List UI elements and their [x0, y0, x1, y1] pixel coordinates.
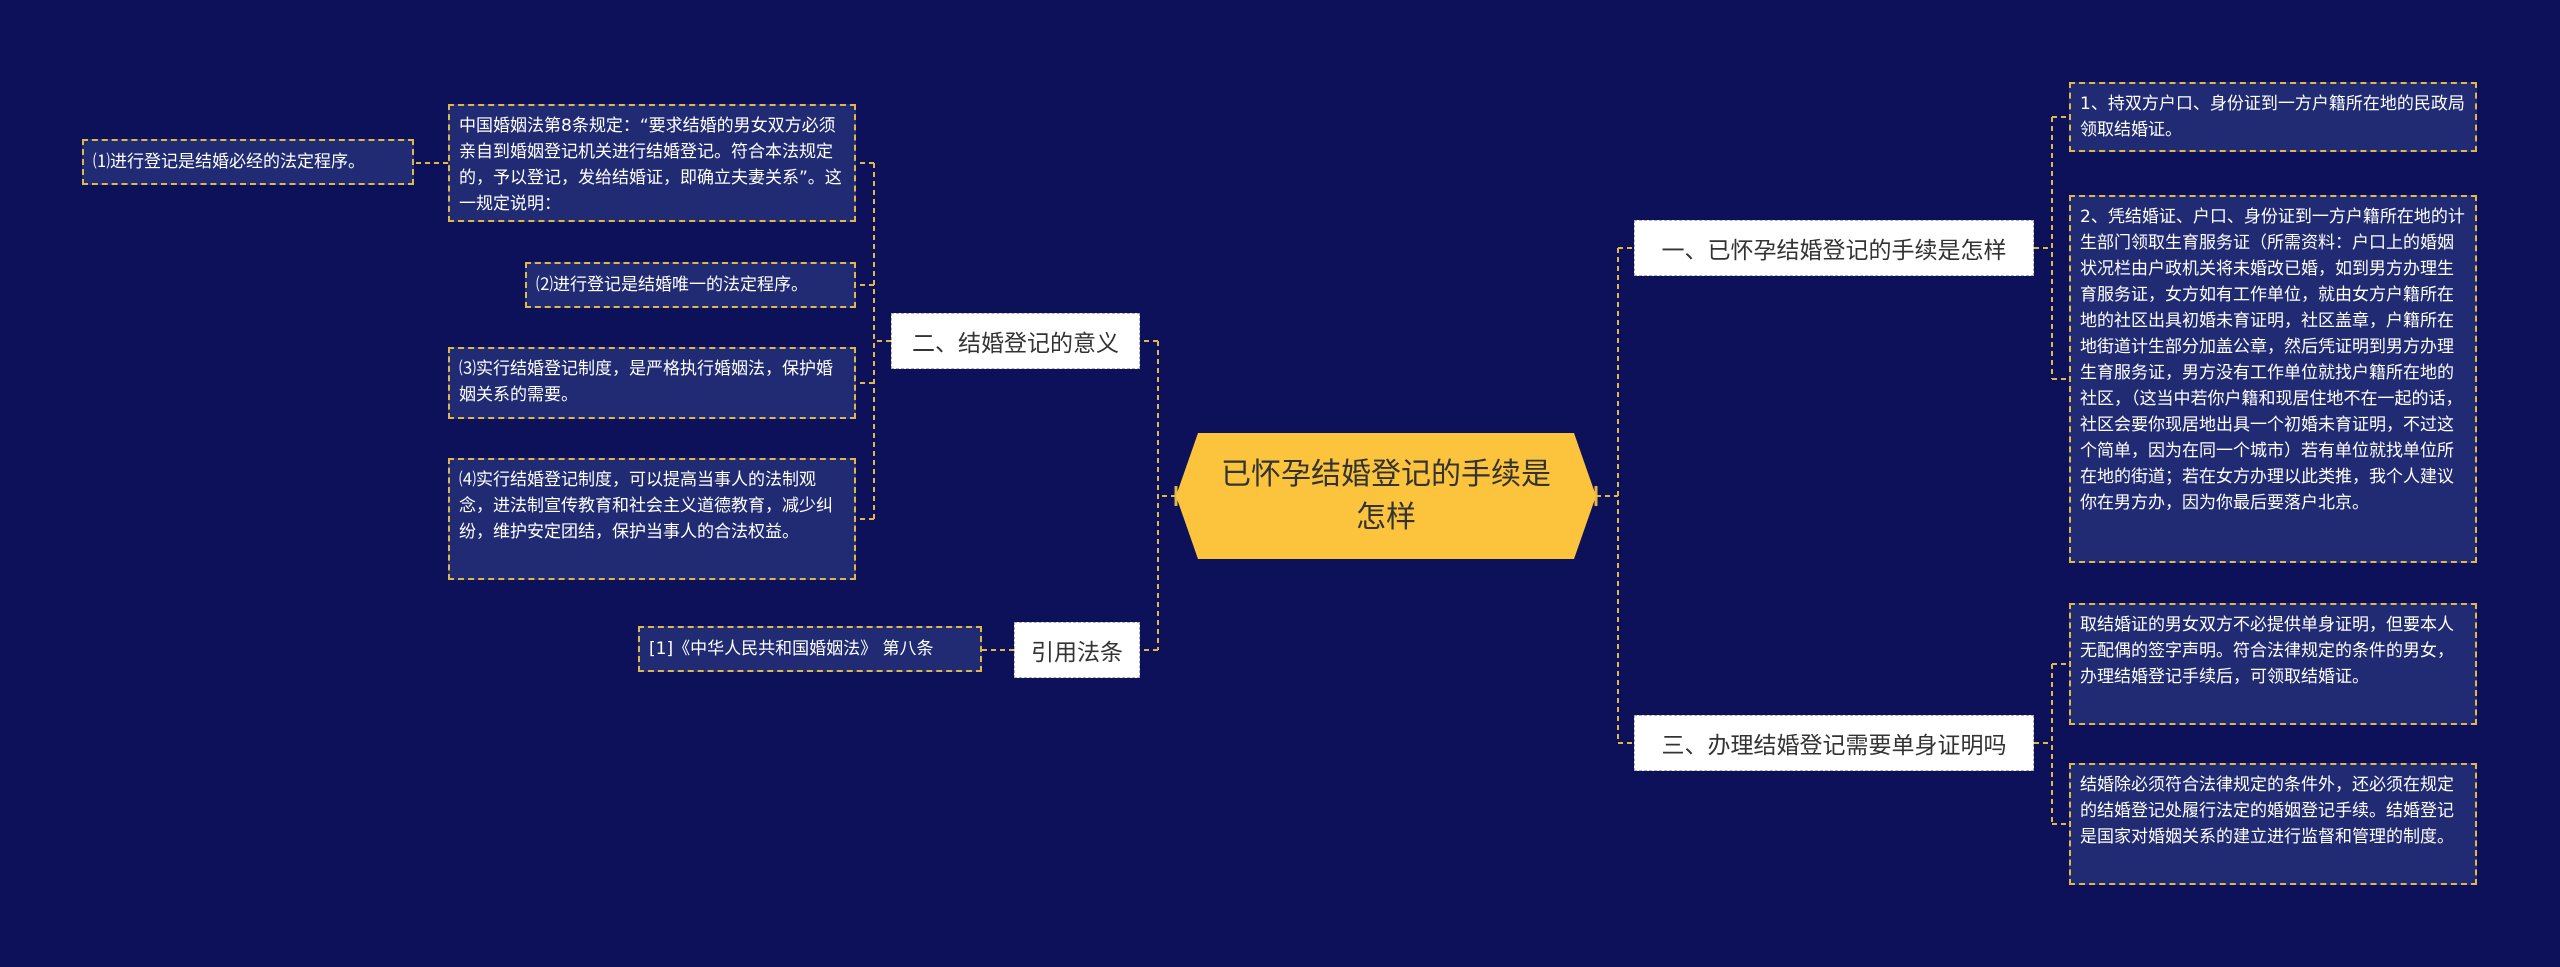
leaf-text: 中国婚姻法第8条规定：“要求结婚的男女双方必须亲自到婚姻登记机关进行结婚登记。符…	[459, 116, 842, 214]
leaf-text: 结婚除必须符合法律规定的条件外，还必须在规定的结婚登记处履行法定的婚姻登记手续。…	[2080, 775, 2454, 847]
leaf-text: 取结婚证的男女双方不必提供单身证明，但要本人无配偶的签字声明。符合法律规定的条件…	[2080, 615, 2454, 687]
leaf-meaning-point-4[interactable]: ⑷实行结婚登记制度，可以提高当事人的法制观念，进法制宣传教育和社会主义道德教育，…	[448, 458, 856, 580]
root-topic[interactable]: 已怀孕结婚登记的手续是怎样	[1176, 433, 1596, 559]
branch-registration-meaning[interactable]: 二、结婚登记的意义	[891, 313, 1140, 369]
leaf-cited-law-article[interactable]: [1]《中华人民共和国婚姻法》 第八条	[638, 626, 982, 672]
leaf-text: ⑶实行结婚登记制度，是严格执行婚姻法，保护婚姻关系的需要。	[459, 359, 833, 405]
branch-single-certificate[interactable]: 三、办理结婚登记需要单身证明吗	[1634, 715, 2034, 771]
leaf-meaning-point-2[interactable]: ⑵进行登记是结婚唯一的法定程序。	[525, 262, 856, 308]
leaf-text: ⑴进行登记是结婚必经的法定程序。	[93, 152, 365, 172]
branch-title: 三、办理结婚登记需要单身证明吗	[1661, 733, 2007, 759]
leaf-meaning-point-3[interactable]: ⑶实行结婚登记制度，是严格执行婚姻法，保护婚姻关系的需要。	[448, 347, 856, 419]
branch-marriage-procedure[interactable]: 一、已怀孕结婚登记的手续是怎样	[1634, 220, 2034, 276]
leaf-meaning-point-1[interactable]: ⑴进行登记是结婚必经的法定程序。	[82, 139, 414, 185]
branch-title: 引用法条	[1031, 640, 1123, 666]
leaf-registration-required[interactable]: 结婚除必须符合法律规定的条件外，还必须在规定的结婚登记处履行法定的婚姻登记手续。…	[2069, 763, 2477, 885]
branch-title: 一、已怀孕结婚登记的手续是怎样	[1661, 238, 2007, 264]
leaf-text: [1]《中华人民共和国婚姻法》 第八条	[649, 639, 934, 659]
root-topic-text: 已怀孕结婚登记的手续是怎样	[1221, 456, 1551, 535]
leaf-text: 2、凭结婚证、户口、身份证到一方户籍所在地的计生部门领取生育服务证（所需资料：户…	[2080, 207, 2465, 513]
leaf-text: ⑷实行结婚登记制度，可以提高当事人的法制观念，进法制宣传教育和社会主义道德教育，…	[459, 470, 833, 542]
leaf-procedure-step-2[interactable]: 2、凭结婚证、户口、身份证到一方户籍所在地的计生部门领取生育服务证（所需资料：户…	[2069, 195, 2477, 563]
leaf-text: 1、持双方户口、身份证到一方户籍所在地的民政局领取结婚证。	[2080, 94, 2465, 140]
leaf-law-article-8[interactable]: 中国婚姻法第8条规定：“要求结婚的男女双方必须亲自到婚姻登记机关进行结婚登记。符…	[448, 104, 856, 222]
branch-title: 二、结婚登记的意义	[912, 331, 1119, 357]
leaf-text: ⑵进行登记是结婚唯一的法定程序。	[536, 275, 808, 295]
leaf-procedure-step-1[interactable]: 1、持双方户口、身份证到一方户籍所在地的民政局领取结婚证。	[2069, 82, 2477, 152]
leaf-no-single-proof[interactable]: 取结婚证的男女双方不必提供单身证明，但要本人无配偶的签字声明。符合法律规定的条件…	[2069, 603, 2477, 725]
branch-cited-law[interactable]: 引用法条	[1014, 622, 1140, 678]
